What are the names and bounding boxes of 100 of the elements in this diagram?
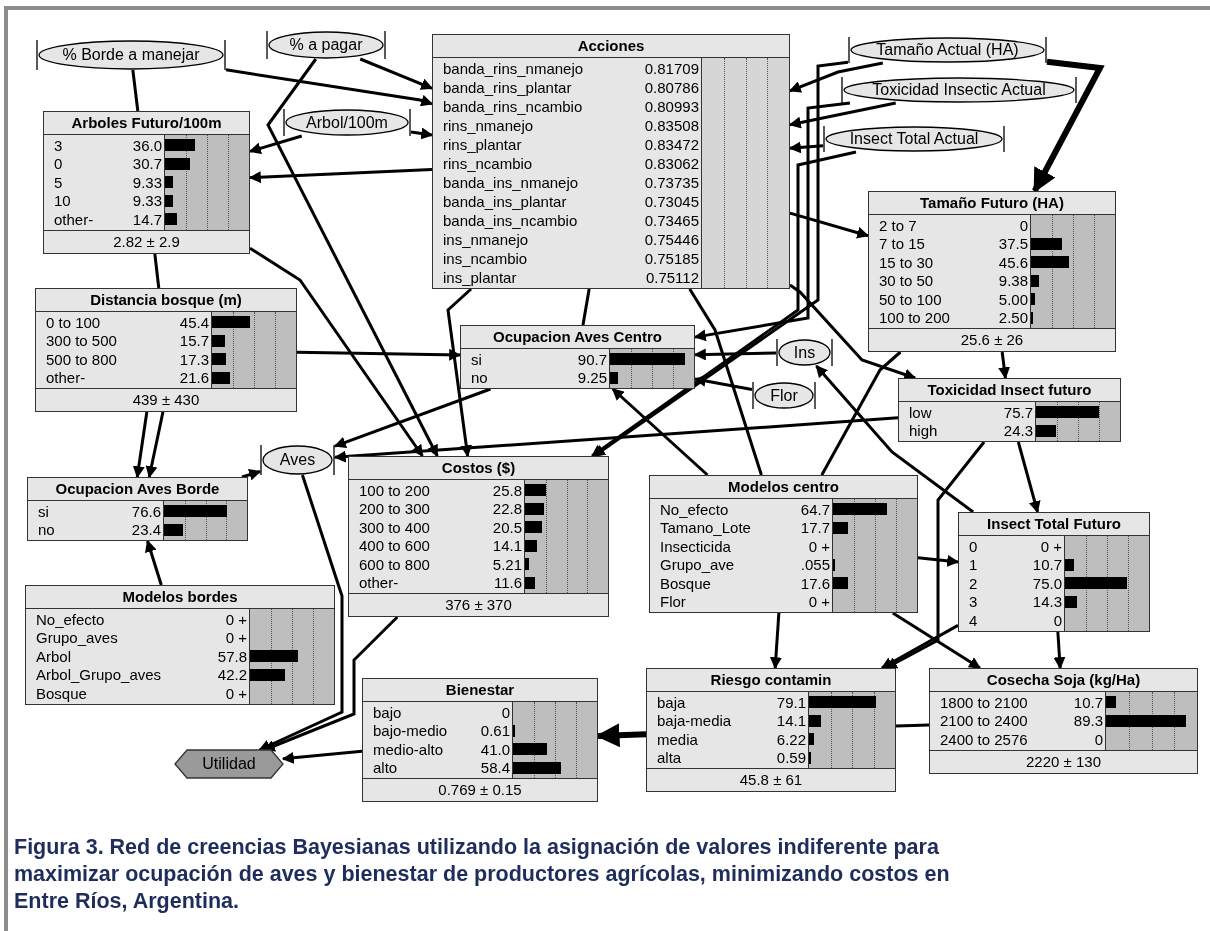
- arrow: [281, 749, 363, 764]
- state-value: 17.7: [800, 520, 830, 536]
- state-value: 0.75446: [644, 232, 699, 247]
- constant-node-oval: [752, 382, 816, 409]
- state-value: 21.6: [179, 370, 209, 386]
- state-label: 0 to 100: [46, 314, 102, 330]
- state-label: ins_plantar: [443, 270, 518, 285]
- state-label: no: [38, 522, 56, 538]
- state-label: 1: [969, 557, 979, 573]
- state-value: 0.75112: [644, 270, 699, 285]
- arrow: [296, 348, 462, 361]
- state-value: 9.38: [998, 273, 1028, 289]
- state-value: 17.6: [800, 575, 830, 591]
- state-label: 2400 to 2576: [940, 731, 1029, 747]
- state-value: 0: [1052, 612, 1062, 628]
- state-value: 20.5: [492, 519, 522, 535]
- state-value: 0.83472: [644, 137, 699, 152]
- constant-node-oval: [266, 31, 386, 59]
- state-value: 0.73465: [644, 213, 699, 228]
- state-value: .055: [800, 557, 830, 573]
- state-value: 0.73045: [644, 194, 699, 209]
- state-value: 2.50: [998, 310, 1028, 326]
- state-label: Bosque: [660, 575, 712, 591]
- state-value: 57.8: [217, 648, 247, 664]
- mean-value: 439 ± 430: [36, 388, 296, 411]
- state-label: 1800 to 2100: [940, 694, 1029, 710]
- node-box: [35, 288, 297, 412]
- state-label: 0: [54, 156, 64, 172]
- state-label: 3: [969, 594, 979, 610]
- state-value: 9.25: [577, 370, 607, 386]
- arrow: [225, 68, 434, 107]
- state-label: Tamano_Lote: [660, 520, 752, 536]
- constant-node-oval: [823, 126, 1005, 152]
- state-label: 10: [54, 193, 72, 209]
- state-label: 400 to 600: [359, 538, 431, 554]
- state-label: banda_rins_ncambio: [443, 99, 584, 114]
- constant-node-oval: [848, 37, 1047, 63]
- arrow: [880, 624, 959, 670]
- arrow: [611, 387, 709, 477]
- state-label: No_efecto: [660, 501, 730, 517]
- state-label: banda_rins_plantar: [443, 80, 573, 95]
- state-label: Flor: [660, 594, 687, 610]
- state-label: 2: [969, 575, 979, 591]
- constant-node-oval: [283, 109, 411, 136]
- arrow: [359, 57, 434, 90]
- state-value: 10.7: [1032, 557, 1062, 573]
- state-label: Bosque: [36, 685, 88, 701]
- state-value: 0.80993: [644, 99, 699, 114]
- node-label: Utilidad: [202, 755, 256, 773]
- state-label: si: [471, 351, 483, 367]
- constant-node-oval: [841, 77, 1077, 103]
- state-label: 30 to 50: [879, 273, 935, 289]
- state-value: 75.7: [1003, 404, 1033, 420]
- state-value: 9.33: [132, 174, 162, 190]
- state-value: 23.4: [131, 522, 161, 538]
- state-label: banda_ins_plantar: [443, 194, 568, 209]
- node-label: Ins: [793, 343, 816, 362]
- state-label: other-: [359, 575, 400, 591]
- state-value: 25.8: [492, 482, 522, 498]
- arrow: [333, 387, 492, 449]
- state-value: 45.4: [179, 314, 209, 330]
- state-label: high: [909, 423, 939, 439]
- state-value: 0 +: [224, 685, 247, 701]
- arrow: [591, 150, 857, 458]
- node-box: [43, 111, 250, 254]
- mean-value: 45.8 ± 61: [647, 768, 895, 791]
- node-box: [348, 456, 609, 617]
- state-label: 2 to 7: [879, 217, 918, 233]
- state-label: Insecticida: [660, 538, 732, 554]
- state-value: 5.21: [492, 556, 522, 572]
- state-label: baja-media: [657, 713, 733, 729]
- state-value: 0.81709: [644, 61, 699, 76]
- mean-value: 376 ± 370: [349, 593, 608, 616]
- arrow: [788, 101, 897, 129]
- state-label: 7 to 15: [879, 236, 926, 252]
- state-value: 0 +: [224, 630, 247, 646]
- mean-value: 25.6 ± 26: [869, 328, 1115, 351]
- state-label: banda_ins_nmanejo: [443, 175, 580, 190]
- node-box: [432, 34, 790, 289]
- state-label: 2100 to 2400: [940, 713, 1029, 729]
- mean-value: 2.82 ± 2.9: [44, 229, 249, 253]
- state-label: rins_plantar: [443, 137, 523, 152]
- state-value: 79.1: [776, 694, 806, 710]
- state-label: No_efecto: [36, 611, 106, 627]
- state-value: 0: [500, 704, 510, 720]
- state-label: bajo-medio: [373, 723, 449, 739]
- figure-caption: Figura 3. Red de creencias Bayesianas utilizando la asignación de valores indiferente para maximizar ocupación de aves y bienestar de productores agrícolas, minimizando costos en Entre Ríos, Argentina.: [14, 834, 951, 915]
- constant-node-oval: [36, 40, 226, 70]
- node-box: [646, 668, 896, 792]
- arrow: [769, 612, 782, 670]
- state-value: 0.80786: [644, 80, 699, 95]
- state-label: media: [657, 731, 699, 747]
- node-box: [25, 585, 335, 705]
- state-value: 14.7: [132, 211, 162, 227]
- state-value: 37.5: [998, 236, 1028, 252]
- state-value: 0.83508: [644, 118, 699, 133]
- state-value: 0: [1093, 731, 1103, 747]
- state-value: 41.0: [480, 741, 510, 757]
- arrow: [266, 58, 439, 458]
- arrow: [892, 611, 981, 670]
